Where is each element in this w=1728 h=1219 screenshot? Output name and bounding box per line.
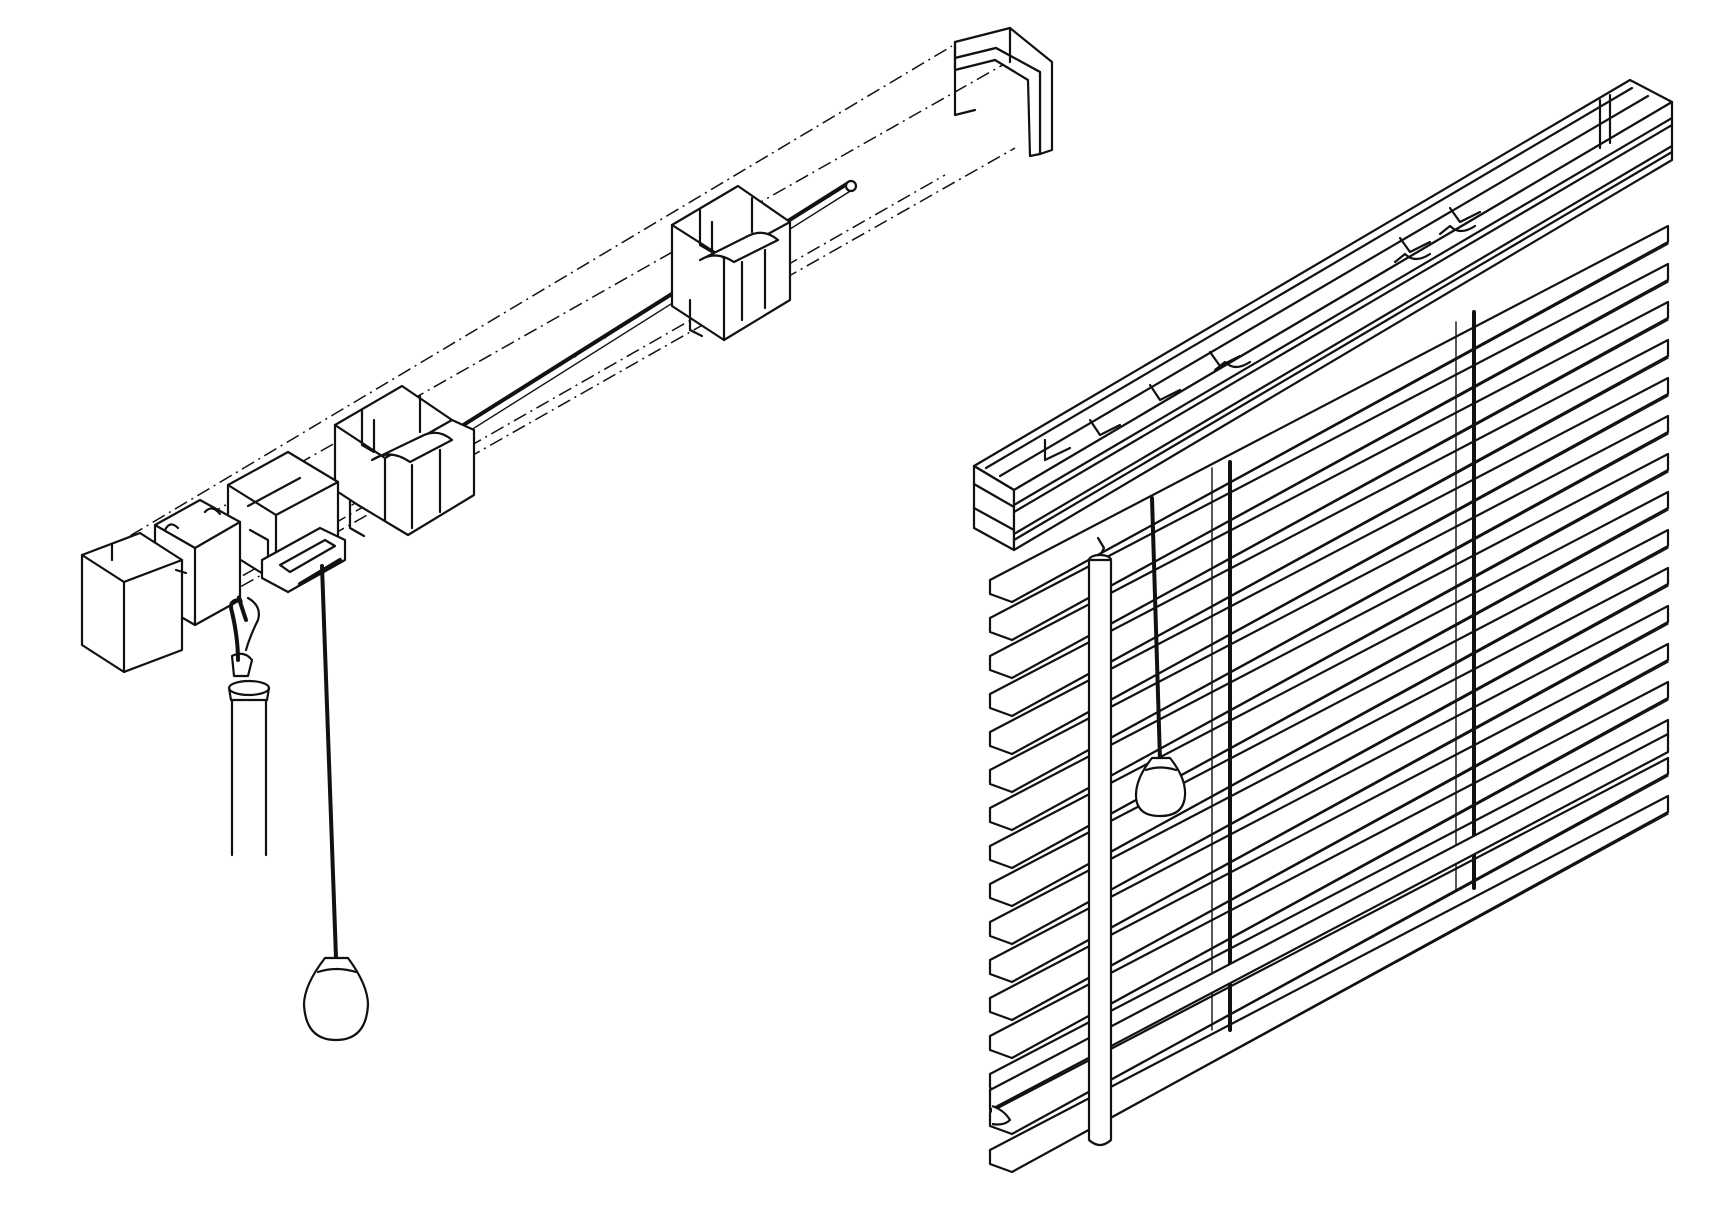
slat-edge [1011,547,1669,907]
cord-tassel [302,956,370,1042]
slat-edge [1011,243,1669,603]
slat-edge [1011,813,1669,1173]
slat [988,262,1670,642]
ladder-tape-right [1455,310,1476,891]
slat-edge [1011,395,1669,755]
slat [988,376,1670,756]
slat [988,794,1670,1174]
ladder-tape-left [1211,460,1232,1032]
slat [988,224,1670,604]
slat [988,566,1670,946]
slat-edge [1011,775,1669,1135]
slat [988,680,1670,1060]
slat [988,338,1670,718]
slat-edge [1011,661,1669,1021]
bottom-rail [988,732,1670,1126]
slat-edge [1011,319,1669,679]
slats [988,224,1670,1174]
slat-edge [1011,281,1669,641]
slat-edge [1011,623,1669,983]
slat [988,300,1670,680]
cord-tassel [1134,756,1187,818]
tilt-mechanism [226,450,347,594]
tilt-wand [1087,536,1113,1147]
slat-edge [1011,471,1669,831]
end-cap-far [953,26,1054,158]
lift-cord [320,564,338,960]
assembled-headrail [972,78,1674,552]
wand-hook [174,568,260,678]
tilt-wand [227,679,271,857]
assembled-blind [972,78,1674,1174]
slat-edge [1011,585,1669,945]
slat-edge [1011,699,1669,1059]
end-cap-near [80,531,184,674]
slat-edge [1011,509,1669,869]
tape-drum-cradle-far [670,184,792,342]
slat-edge [1011,357,1669,717]
slat [988,642,1670,1022]
slat [988,604,1670,984]
exploded-headrail [80,26,1054,1042]
tape-drum-cradle-near [333,384,476,538]
slat-edge [1011,433,1669,793]
lift-cord [1150,496,1162,762]
slat [988,756,1670,1136]
